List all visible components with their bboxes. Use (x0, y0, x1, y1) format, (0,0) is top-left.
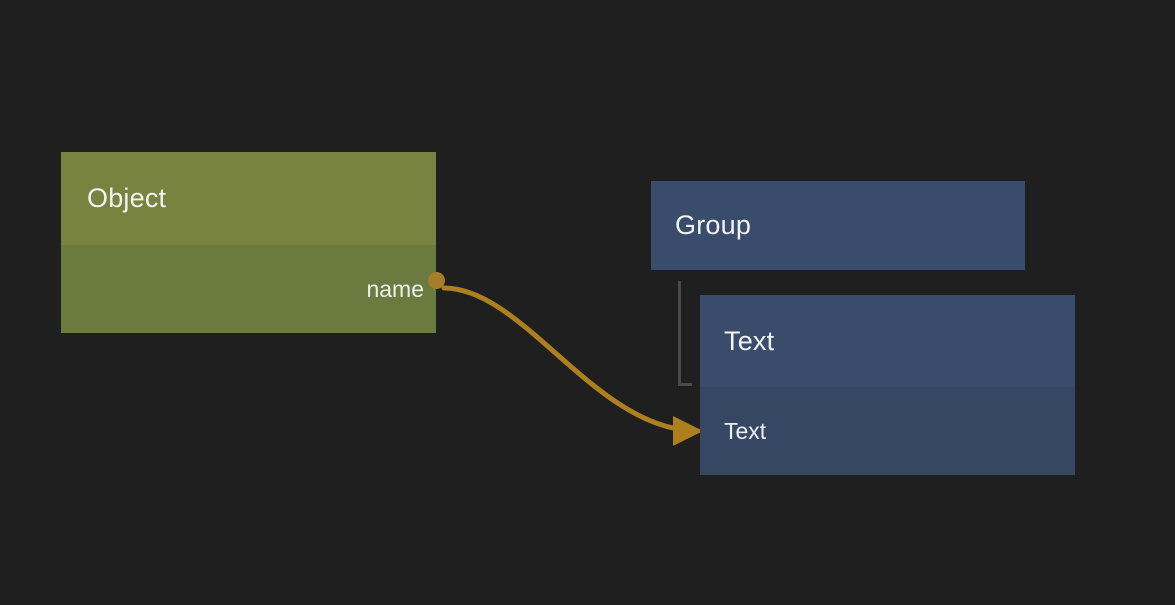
output-port-name[interactable] (428, 272, 445, 289)
node-group-title: Group (675, 210, 752, 240)
node-object[interactable]: Object name (61, 152, 445, 333)
node-object-field-name[interactable]: name (61, 245, 445, 333)
node-text-body: Text (700, 387, 1075, 475)
node-text-header[interactable]: Text (700, 295, 1075, 387)
node-object-header[interactable]: Object (61, 152, 436, 245)
node-text[interactable]: Text Text (700, 295, 1075, 475)
node-object-body: name (61, 245, 445, 333)
node-object-field-name-label: name (366, 275, 424, 302)
group-containment-bracket (678, 281, 692, 386)
node-group[interactable]: Group (651, 181, 1025, 270)
edge-object-name-to-text[interactable] (441, 285, 703, 446)
node-text-title: Text (724, 325, 775, 356)
node-group-header[interactable]: Group (651, 181, 1025, 270)
node-text-field-text[interactable]: Text (700, 387, 1075, 475)
node-text-field-text-label: Text (724, 417, 767, 444)
node-object-title: Object (87, 183, 167, 213)
